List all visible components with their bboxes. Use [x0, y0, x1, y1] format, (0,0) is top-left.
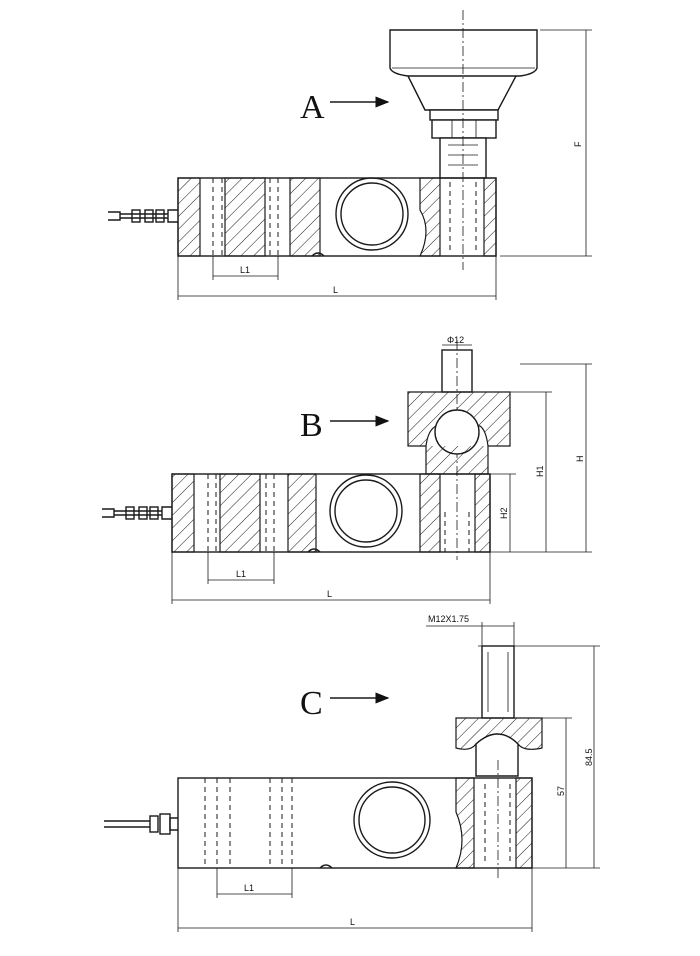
view-a-dim-l1: L1: [240, 265, 250, 275]
view-b-dim-dia: Φ12: [447, 335, 464, 345]
view-b: B Φ12: [102, 335, 592, 604]
view-a-label: A: [300, 89, 325, 126]
view-c-strain-hole: [353, 781, 431, 859]
view-c-label: C: [300, 685, 323, 722]
view-a-dim-l: L: [333, 285, 338, 295]
view-b-strain-hole: [329, 474, 403, 548]
view-c-ball: [475, 733, 519, 777]
leveling-foot-pad: [389, 29, 538, 77]
view-c-cable: [104, 813, 178, 835]
view-c-beam: [177, 777, 533, 869]
view-a-cable: [108, 209, 178, 223]
view-a-dim-f: F: [573, 141, 583, 147]
view-a: A: [108, 10, 592, 300]
view-b-dim-l1: L1: [236, 569, 246, 579]
view-c-dim-l1: L1: [244, 883, 254, 893]
view-b-dim-l: L: [327, 589, 332, 599]
view-c-dim-57: 57: [556, 786, 566, 796]
leveling-foot-nut: [431, 119, 497, 139]
view-b-dim-h: H: [575, 456, 585, 463]
view-c-dim-845: 84.5: [584, 748, 594, 766]
view-c: C M12X1.75: [104, 614, 600, 932]
view-b-dim-h2: H2: [499, 507, 509, 519]
view-c-dim-thread: M12X1.75: [428, 614, 469, 624]
view-b-dim-h1: H1: [535, 465, 545, 477]
leveling-foot-cone: [407, 75, 517, 111]
view-b-cable: [102, 506, 172, 520]
view-a-strain-hole: [335, 177, 409, 251]
view-c-dim-l: L: [350, 917, 355, 927]
view-b-label: B: [300, 407, 323, 444]
view-c-stud: [481, 645, 515, 719]
